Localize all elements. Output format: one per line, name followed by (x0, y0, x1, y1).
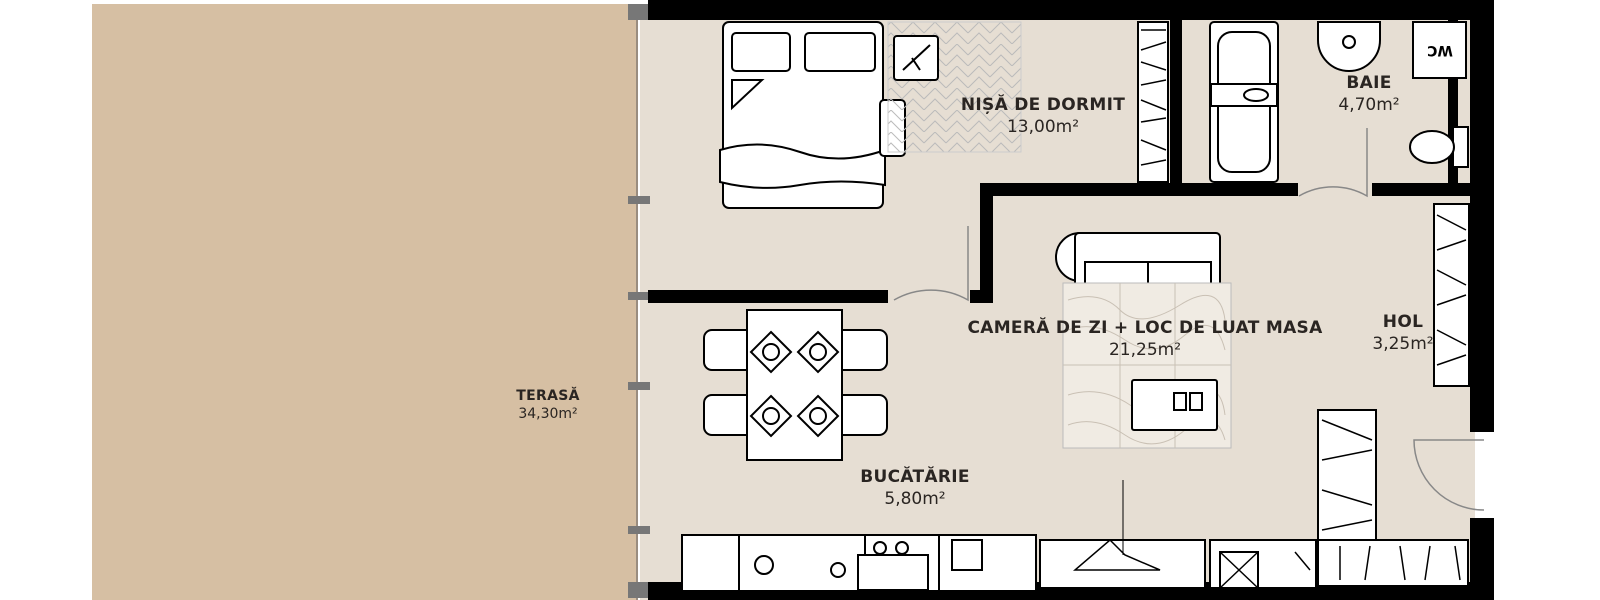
wardrobe-hall (1433, 203, 1470, 387)
kitchen-counter (681, 534, 1317, 592)
coffee-table (1131, 379, 1218, 431)
bathtub (1209, 21, 1279, 183)
terrace-area (92, 4, 637, 600)
door-swings (893, 128, 1485, 511)
room-label-nisa: NIȘĂ DE DORMIT 13,00m² (960, 95, 1126, 137)
room-label-bucatarie: BUCĂTĂRIE 5,80m² (860, 467, 970, 509)
wardrobe-niche (1137, 21, 1169, 183)
plant-stand (893, 35, 939, 81)
room-label-terasa: TERASĂ 34,30m² (516, 388, 580, 422)
toilet (1409, 126, 1469, 168)
washbasin (1317, 21, 1381, 72)
room-label-hol: HOL 3,25m² (1372, 312, 1434, 354)
bed (719, 21, 906, 209)
room-label-living: CAMERĂ DE ZI + LOC DE LUAT MASA 21,25m² (967, 318, 1323, 360)
wc-label: WC (1427, 42, 1453, 58)
wardrobe-entrance (1317, 409, 1469, 589)
dining-chairs (703, 329, 888, 436)
wc-cabinet (1412, 21, 1467, 79)
window-posts (628, 4, 650, 598)
dining-table (746, 309, 843, 461)
room-label-baie: BAIE 4,70m² (1338, 73, 1400, 115)
